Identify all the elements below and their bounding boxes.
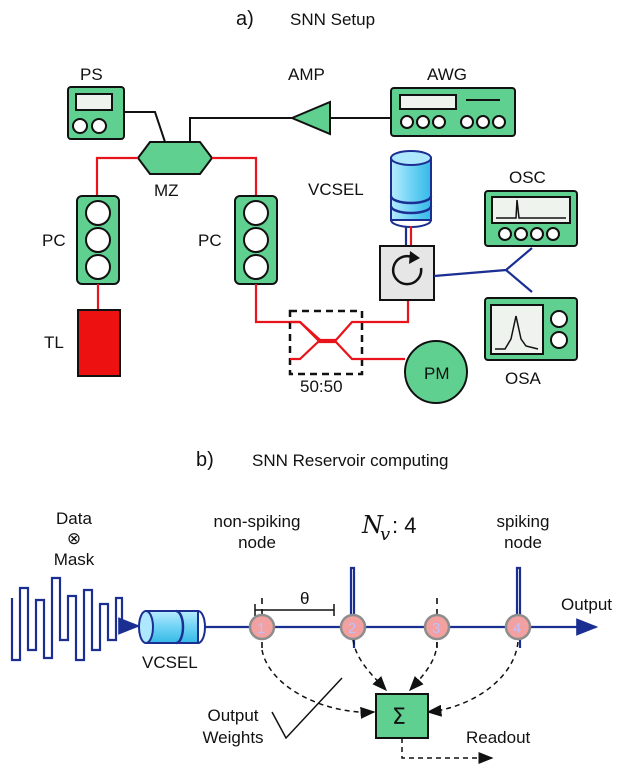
readout-arrow bbox=[401, 738, 494, 764]
output-weights-pointer bbox=[271, 677, 343, 740]
pc-left-label: PC bbox=[42, 231, 66, 250]
amp-mz-cable bbox=[189, 117, 292, 142]
power-meter bbox=[404, 340, 468, 404]
optical-circulator bbox=[379, 245, 435, 301]
mz-left-fiber bbox=[95, 156, 138, 196]
output-weights-label-2: Weights bbox=[202, 728, 263, 747]
spiking-label-2: node bbox=[504, 533, 542, 552]
weight-arrow-2 bbox=[352, 639, 388, 692]
output-label: Output bbox=[561, 595, 612, 614]
virtual-node-2: 2 bbox=[339, 613, 367, 641]
svg-text:1: 1 bbox=[257, 620, 265, 637]
svg-text:2: 2 bbox=[348, 620, 356, 637]
splitter-bottom-path bbox=[290, 340, 362, 361]
nv-symbol: N bbox=[361, 511, 384, 539]
sum-symbol: Σ bbox=[392, 705, 406, 730]
weight-arrow-3 bbox=[408, 641, 438, 692]
theta-label: θ bbox=[300, 589, 309, 608]
tl-label: TL bbox=[44, 333, 64, 352]
polarization-controller-left bbox=[76, 195, 120, 285]
panel-a-title: SNN Setup bbox=[290, 10, 375, 29]
tensor-symbol: ⊗ bbox=[67, 529, 81, 548]
virtual-node-3: 3 bbox=[423, 613, 451, 641]
nv-value: : 4 bbox=[392, 513, 416, 538]
virtual-node-4: 4 bbox=[504, 613, 532, 641]
virtual-node-1: 1 bbox=[248, 613, 276, 641]
vcsel-b-label: VCSEL bbox=[142, 653, 198, 672]
tunable-laser bbox=[77, 309, 121, 377]
panel-a-letter: a) bbox=[236, 8, 254, 30]
vcsel-label: VCSEL bbox=[308, 180, 364, 199]
spike-node-4 bbox=[515, 566, 522, 648]
panel-b-letter: b) bbox=[196, 449, 214, 471]
weight-arrow-4 bbox=[426, 641, 519, 717]
readout-label: Readout bbox=[466, 728, 531, 747]
pm-label: PM bbox=[424, 364, 450, 383]
splitter-circulator-fiber bbox=[362, 300, 410, 324]
nv-subscript: v bbox=[380, 524, 390, 545]
detection-fiber bbox=[433, 247, 533, 293]
vcsel-device-setup bbox=[389, 150, 433, 228]
mz-label: MZ bbox=[154, 181, 179, 200]
mach-zehnder-modulator bbox=[136, 141, 214, 175]
non-spiking-label-2: node bbox=[238, 533, 276, 552]
awg-device bbox=[390, 87, 516, 137]
output-weights-label-1: Output bbox=[207, 706, 258, 725]
non-spiking-label-1: non-spiking bbox=[214, 512, 301, 531]
polarization-controller-right bbox=[234, 195, 278, 285]
amp-label: AMP bbox=[288, 65, 325, 84]
oscilloscope bbox=[484, 190, 578, 247]
mask-label: Mask bbox=[54, 550, 95, 569]
osc-label: OSC bbox=[509, 168, 546, 187]
masked-input-signal bbox=[10, 576, 141, 662]
awg-label: AWG bbox=[427, 65, 467, 84]
osa-label: OSA bbox=[505, 369, 542, 388]
pc-right-label: PC bbox=[198, 231, 222, 250]
amplifier bbox=[289, 100, 331, 136]
vcsel-device-reservoir bbox=[138, 609, 206, 645]
splitter-box bbox=[288, 309, 364, 376]
optical-spectrum-analyzer bbox=[484, 297, 578, 361]
mz-right-fiber bbox=[212, 156, 258, 196]
splitter-label: 50:50 bbox=[300, 377, 343, 396]
data-label: Data bbox=[56, 509, 92, 528]
theta-interval bbox=[254, 604, 335, 616]
panel-b-title: SNN Reservoir computing bbox=[252, 451, 449, 470]
spike-node-2 bbox=[349, 566, 356, 648]
ps-label: PS bbox=[80, 65, 103, 84]
splitter-top-path bbox=[290, 320, 362, 342]
weight-arrow-1 bbox=[261, 649, 376, 719]
svg-text:4: 4 bbox=[513, 620, 521, 637]
power-supply bbox=[67, 86, 125, 140]
svg-text:3: 3 bbox=[432, 620, 440, 637]
spiking-label-1: spiking bbox=[497, 512, 550, 531]
ps-mz-cable bbox=[124, 111, 166, 143]
